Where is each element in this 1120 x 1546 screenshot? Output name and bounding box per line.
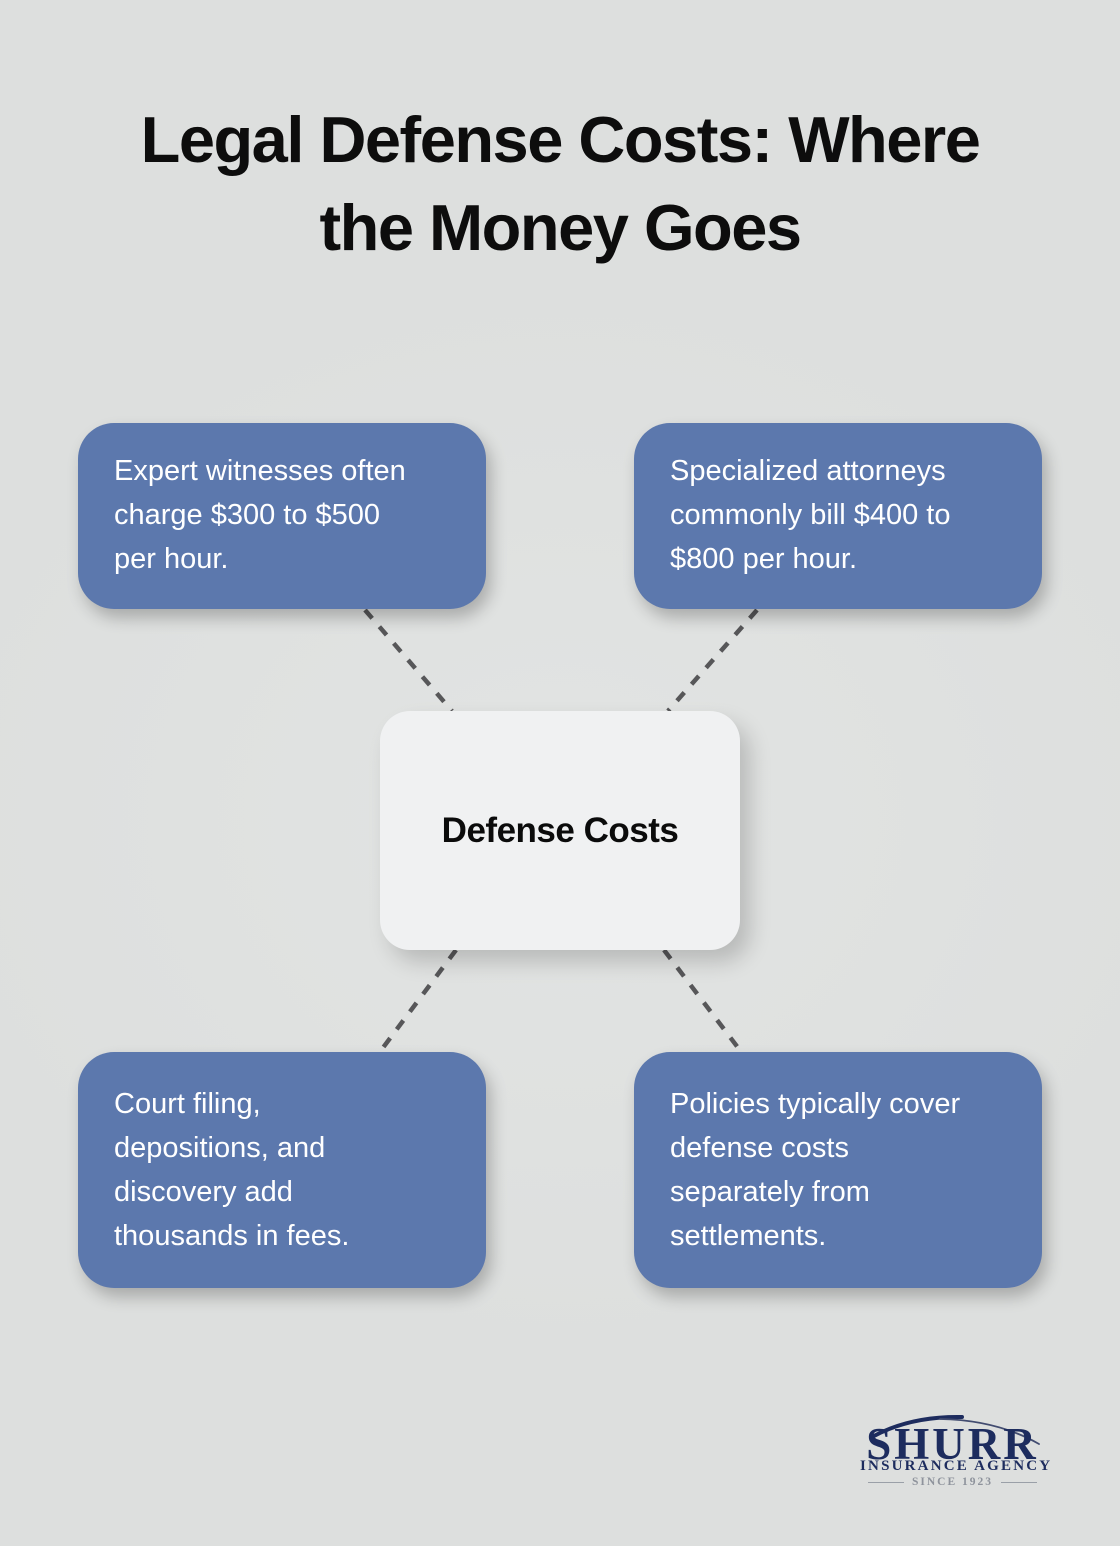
fact-line: discovery add [114, 1176, 293, 1208]
connector-bottom-right [662, 948, 741, 1051]
connector-top-right [666, 608, 759, 713]
tagline-left-rule [867, 1482, 904, 1483]
center-node-label: Defense Costs [441, 810, 679, 850]
fact-box-specialized-attorneys: Specialized attorneys commonly bill $400… [634, 423, 1042, 609]
page-title-line1: Legal Defense Costs: Where [140, 103, 981, 176]
fact-line: Expert witnesses often [114, 455, 406, 487]
logo-tagline-row: SINCE 1923 [860, 1476, 1045, 1489]
fact-line: separately from [670, 1176, 870, 1208]
fact-line: defense costs [670, 1132, 849, 1164]
logo-swoosh-icon [870, 1414, 1040, 1445]
shurr-logo: SHURR INSURANCE AGENCY SINCE 1923 [860, 1408, 1053, 1508]
fact-line: $800 per hour. [670, 543, 858, 575]
logo-subtitle: INSURANCE AGENCY [860, 1458, 1053, 1474]
fact-box-expert-witnesses: Expert witnesses often charge $300 to $5… [78, 423, 486, 609]
fact-line: depositions, and [114, 1132, 326, 1164]
page-title-line2: the Money Goes [319, 191, 802, 264]
fact-box-policy-coverage: Policies typically cover defense costs s… [634, 1052, 1042, 1288]
tagline-right-rule [1001, 1482, 1038, 1483]
fact-line: charge $300 to $500 [114, 499, 381, 531]
fact-line: per hour. [114, 543, 229, 575]
connector-bottom-left [380, 948, 458, 1051]
fact-line: Court filing, [114, 1088, 261, 1120]
connector-top-left [363, 608, 454, 713]
center-node-defense-costs: Defense Costs [380, 711, 740, 950]
fact-line: thousands in fees. [114, 1220, 350, 1252]
fact-line: Specialized attorneys [670, 455, 946, 487]
page-title: Legal Defense Costs: Where the Money Goes [0, 96, 1120, 272]
fact-line: commonly bill $400 to [670, 499, 951, 531]
fact-line: settlements. [670, 1220, 827, 1252]
logo-name: SHURR [866, 1419, 1039, 1469]
fact-line: Policies typically cover [670, 1088, 961, 1120]
fact-box-court-fees: Court filing, depositions, and discovery… [78, 1052, 486, 1288]
logo-tagline: SINCE 1923 [911, 1476, 994, 1488]
